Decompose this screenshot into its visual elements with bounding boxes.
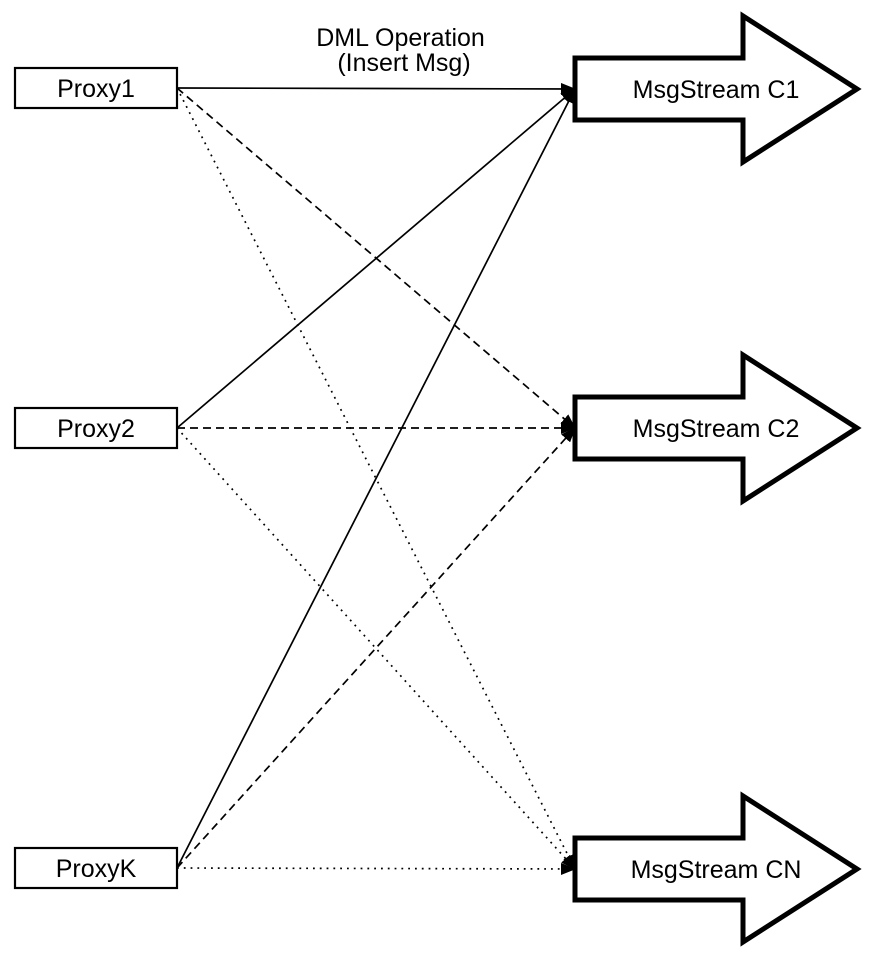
- diagram-title-line1: DML Operation: [316, 24, 485, 52]
- proxy2-box: [13, 406, 179, 450]
- connection-proxy2-c1: [176, 88, 576, 429]
- connection-proxyk-cn: [176, 862, 576, 875]
- proxy2-node: Proxy2: [13, 406, 179, 450]
- proxyk-box: [13, 846, 179, 890]
- proxy1-label: Proxy1: [57, 75, 135, 103]
- proxy2-label: Proxy2: [57, 415, 135, 443]
- connection-proxyk-c1: [176, 88, 576, 869]
- connection-proxy2-cn: [176, 427, 576, 870]
- proxy1-box: [13, 66, 179, 110]
- msgstream-c1-label: MsgStream C1: [633, 76, 800, 104]
- msgstream-c2-arrow: [572, 350, 862, 506]
- connection-proxyk-c2: [176, 427, 576, 869]
- msgstream-c2-label: MsgStream C2: [633, 415, 800, 443]
- diagram-title-line2: (Insert Msg): [337, 49, 470, 77]
- proxy1-node: Proxy1: [13, 66, 179, 110]
- msgstream-c2-node: MsgStream C2: [572, 350, 862, 506]
- msgstream-cn-node: MsgStream CN: [572, 791, 862, 947]
- msgstream-cn-arrow: [572, 791, 862, 947]
- connection-proxy1-c1: [176, 82, 576, 95]
- diagram-title: DML Operation (Insert Msg): [316, 24, 492, 77]
- connection-edges: [176, 82, 576, 875]
- msgstream-c1-node: MsgStream C1: [572, 11, 862, 167]
- msgstream-c1-arrow: [572, 11, 862, 167]
- msgstream-cn-label: MsgStream CN: [631, 856, 802, 884]
- proxyk-label: ProxyK: [56, 855, 137, 883]
- proxyk-node: ProxyK: [13, 846, 179, 890]
